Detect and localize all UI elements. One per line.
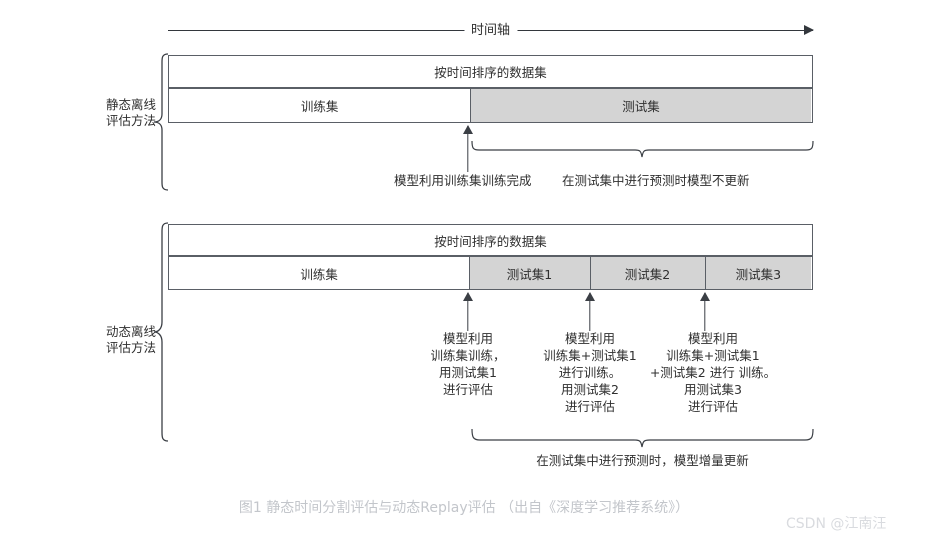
dynamic-annotation-1: 模型利用 训练集训练， 用测试集1 进行评估 [430,331,506,397]
timeline-arrow-icon [804,25,814,35]
static-block-side-label: 静态离线 评估方法 [66,97,156,129]
dynamic-segment-train: 训练集 [169,257,469,289]
dynamic-block-side-label-line2: 评估方法 [105,340,156,355]
static-block-brace-icon [153,53,169,191]
dynamic-segment-test-3: 测试集3 [704,257,812,289]
dynamic-split-point-arrow-1-icon [462,292,474,331]
dynamic-header-row: 按时间排序的数据集 [168,224,813,256]
csdn-watermark: CSDN @江南汪 [786,516,887,532]
static-split-row: 训练集 测试集 [168,88,813,123]
static-split-point-arrow-icon [462,125,474,172]
static-train-complete-note: 模型利用训练集训练完成 [394,173,532,188]
timeline-label: 时间轴 [463,22,518,39]
dynamic-split-point-arrow-2-icon [584,292,596,331]
dynamic-incremental-update-note: 在测试集中进行预测时，模型增量更新 [536,453,749,468]
dynamic-block-brace-icon [153,222,169,442]
dynamic-annotation-3: 模型利用 训练集+测试集1 +测试集2 进行 训练。 用测试集3 进行评估 [649,331,777,414]
dynamic-header-row-label: 按时间排序的数据集 [434,233,547,249]
static-block-side-label-line2: 评估方法 [105,113,156,128]
static-block-side-label-line1: 静态离线 [105,97,156,112]
dynamic-block-side-label: 动态离线 评估方法 [66,324,156,356]
figure-caption: 图1 静态时间分割评估与动态Replay评估 （出自《深度学习推荐系统》） [238,500,690,516]
dynamic-segment-test-2: 测试集2 [589,257,705,289]
dynamic-annotation-2: 模型利用 训练集+测试集1 进行训练。 用测试集2 进行评估 [543,331,637,414]
static-no-update-note: 在测试集中进行预测时模型不更新 [562,173,750,188]
dynamic-split-point-arrow-3-icon [699,292,711,331]
timeline-axis: 时间轴 [168,22,814,40]
dynamic-split-row: 训练集 测试集1 测试集2 测试集3 [168,256,813,290]
static-header-row-label: 按时间排序的数据集 [434,65,547,80]
static-segment-train: 训练集 [169,89,470,122]
static-test-span-brace-icon [471,140,814,158]
dynamic-block-side-label-line1: 动态离线 [105,324,156,339]
static-segment-test: 测试集 [469,89,812,122]
dynamic-test-span-brace-icon [471,428,814,448]
dynamic-segment-test-1: 测试集1 [468,257,590,289]
static-header-row: 按时间排序的数据集 [168,55,813,88]
